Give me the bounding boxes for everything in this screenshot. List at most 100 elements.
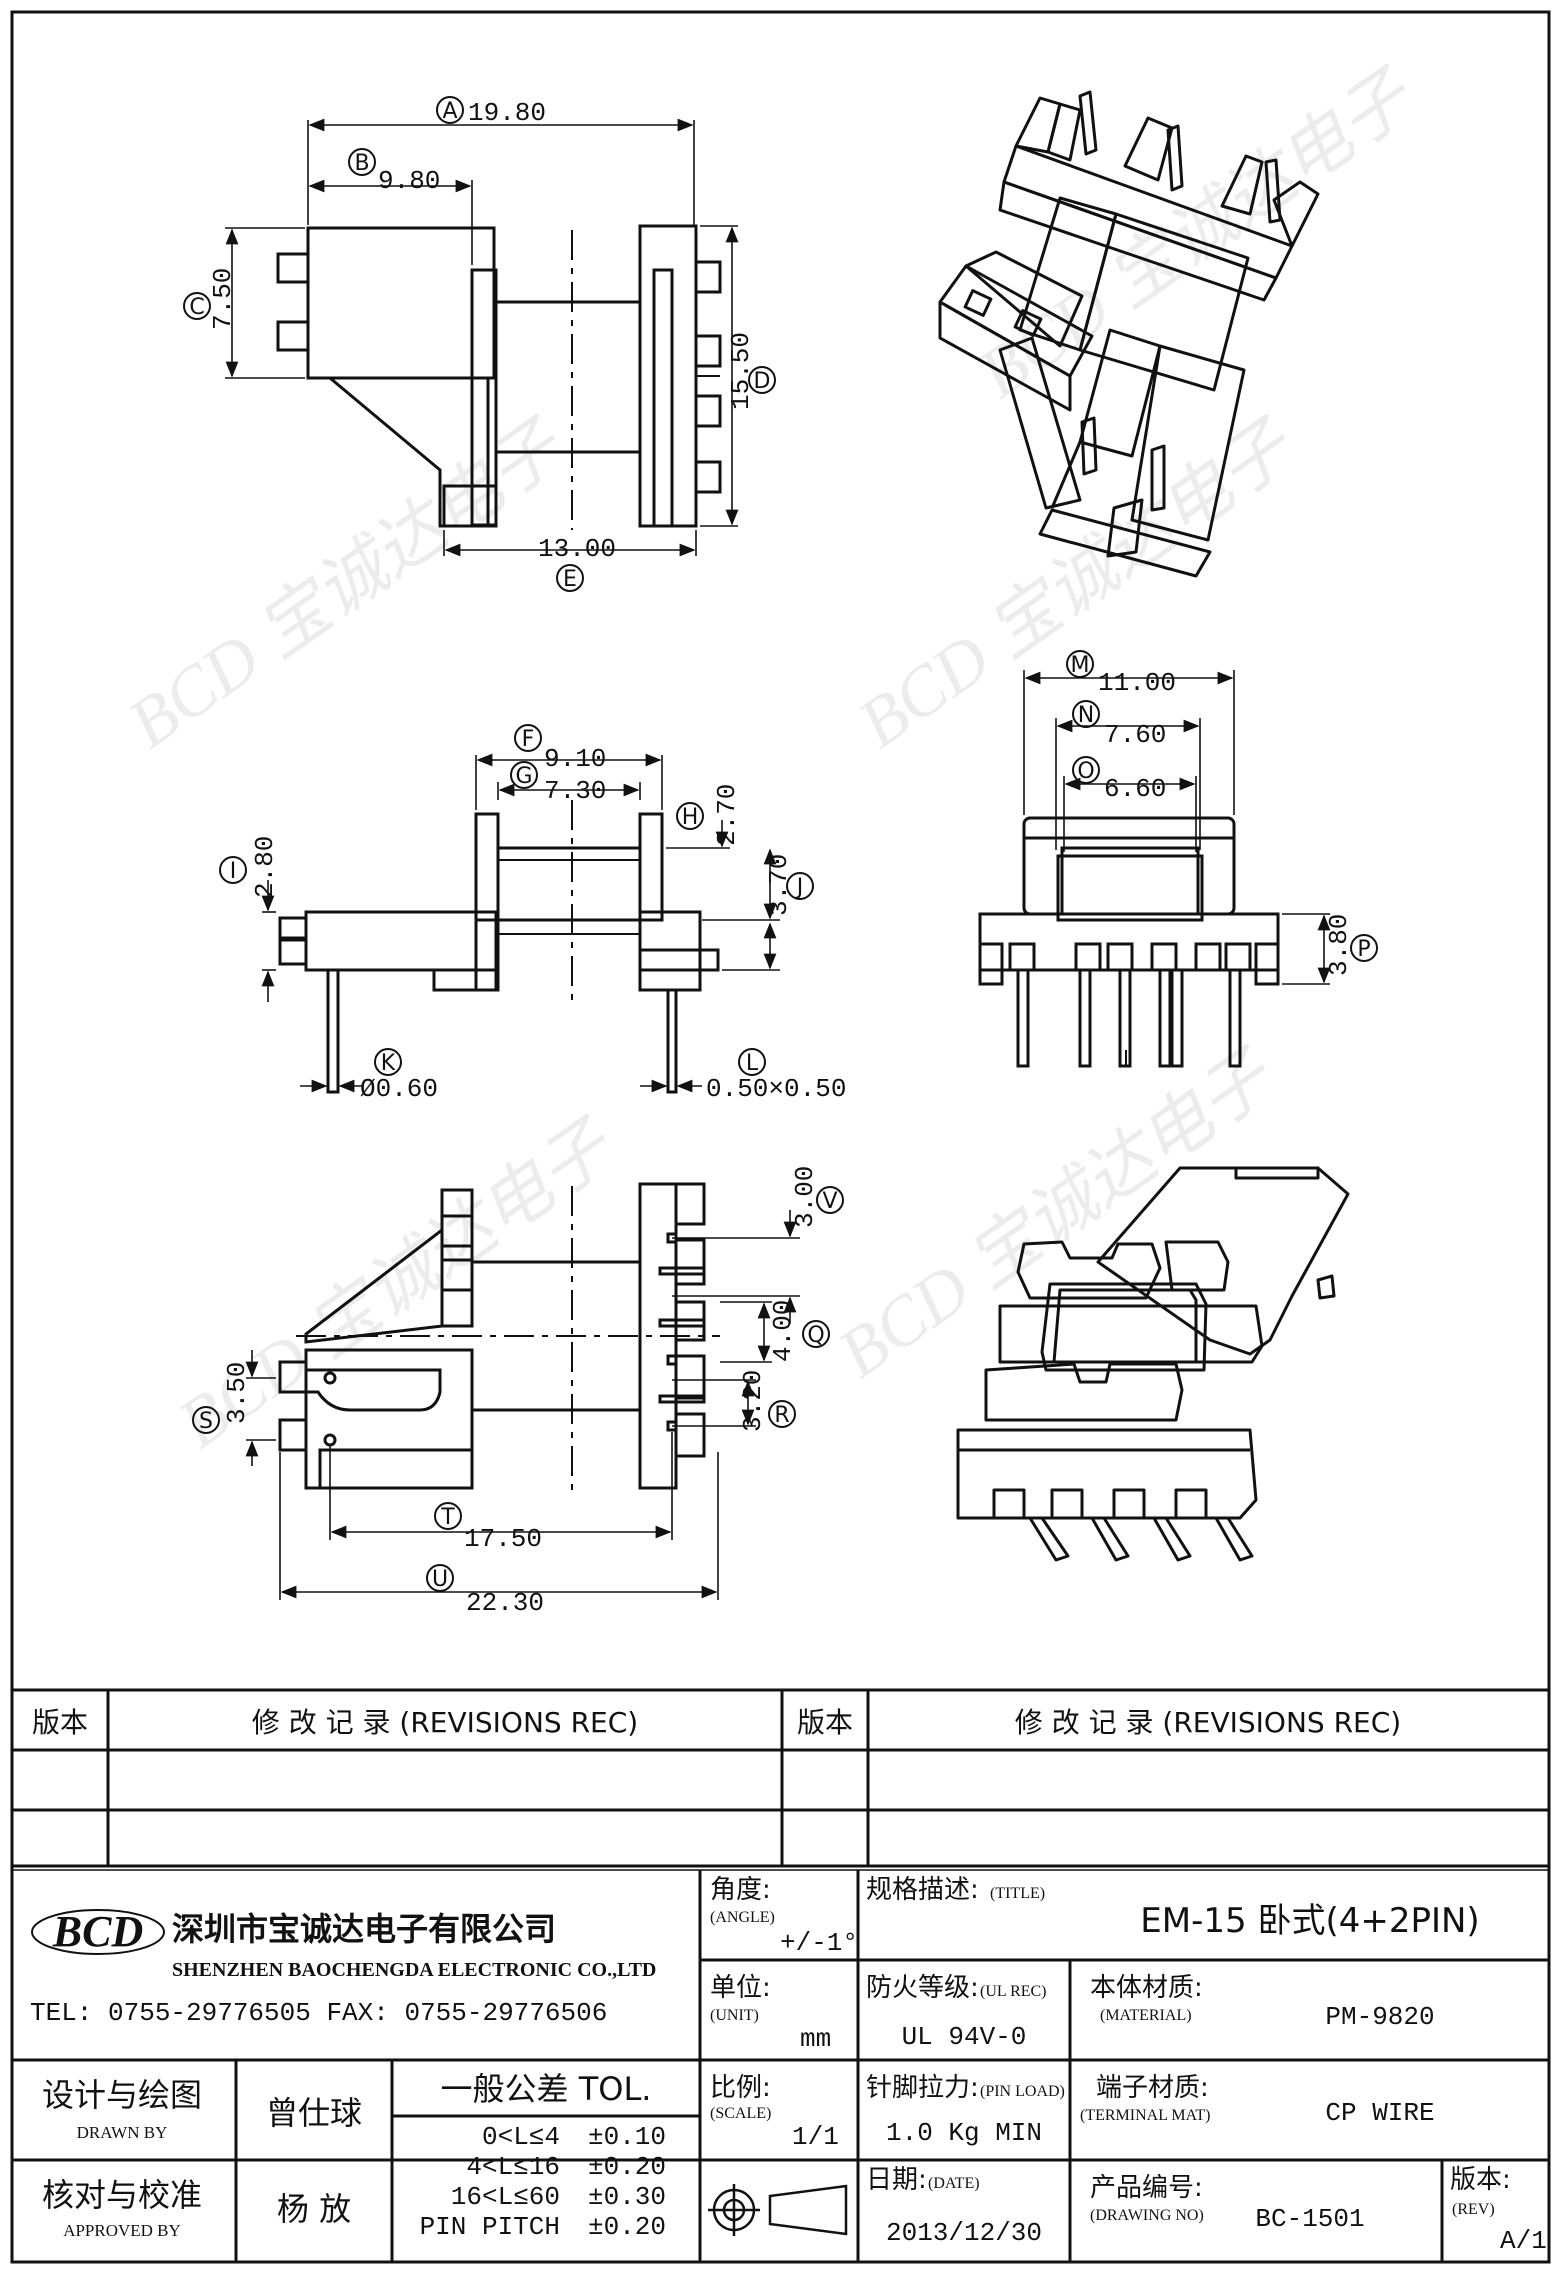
dim-c-value: 7.50: [208, 268, 238, 330]
tol-value: ±0.20: [588, 2152, 666, 2182]
material-en: (MATERIAL): [1100, 2007, 1192, 2024]
date-value: 2013/12/30: [886, 2218, 1042, 2248]
dim-e-letter: E: [563, 567, 577, 592]
dim-s-letter: S: [199, 1409, 213, 1434]
company-name-en: SHENZHEN BAOCHENGDA ELECTRONIC CO.,LTD: [172, 1959, 656, 1981]
dim-i-letter: I: [230, 859, 237, 884]
dim-l-value: 0.50×0.50: [706, 1074, 846, 1104]
angle-label: 角度:: [710, 1875, 771, 1905]
approved-label: 核对与校准: [42, 2176, 202, 2214]
revision-title-header-right: 修 改 记 录 (REVISIONS REC): [1015, 1706, 1401, 1739]
tol-range: 16<L≤60: [451, 2182, 560, 2212]
dim-p-value: 3.80: [1324, 914, 1354, 976]
revision-version-header-left: 版本: [32, 1706, 88, 1739]
fire-value: UL 94V-0: [902, 2022, 1027, 2052]
watermark: BCD 宝诚达电子 BCD 宝诚达电子 BCD 宝诚达电子 BCD 宝诚达电子 …: [115, 57, 1428, 1463]
title-value: EM-15 卧式(4+2PIN): [1140, 1901, 1479, 1941]
drawn-name: 曾仕球: [266, 2094, 362, 2132]
dim-a-value: 19.80: [468, 98, 546, 128]
drawn-label: 设计与绘图: [42, 2076, 202, 2114]
rev-label: 版本:: [1450, 2165, 1511, 2195]
logo-text: BCD: [52, 1907, 143, 1956]
dim-o-letter: O: [1077, 759, 1094, 784]
front-view: [278, 800, 720, 1094]
dim-t-value: 17.50: [464, 1524, 542, 1554]
svg-text:BCD 宝诚达电子: BCD 宝诚达电子: [115, 407, 578, 763]
scale-en: (SCALE): [710, 2105, 771, 2122]
dim-t-letter: T: [440, 1505, 455, 1530]
tol-value: ±0.30: [588, 2182, 666, 2212]
title-en: (TITLE): [990, 1885, 1045, 1902]
side-view-dims: [1023, 670, 1331, 985]
company-logo: BCD: [31, 1907, 165, 1956]
approved-name: 杨 放: [277, 2190, 351, 2228]
dim-g-letter: G: [515, 764, 532, 789]
dim-n-letter: N: [1078, 703, 1094, 728]
scale-label: 比例:: [710, 2073, 771, 2103]
dim-q-letter: Q: [807, 1323, 824, 1348]
fire-en: (UL REC): [980, 1983, 1047, 2000]
dim-a-letter: A: [442, 99, 457, 124]
dim-r-letter: R: [774, 1403, 789, 1428]
date-en: (DATE): [928, 2175, 980, 2192]
company-name-cn: 深圳市宝诚达电子有限公司: [172, 1910, 556, 1948]
dim-d-letter: D: [754, 369, 771, 394]
dim-b-value: 9.80: [378, 166, 440, 196]
dim-h-letter: H: [682, 805, 699, 830]
top-view-dims: [225, 118, 739, 557]
dim-f-value: 9.10: [544, 744, 606, 774]
dim-b-letter: B: [354, 151, 369, 176]
terminal-value: CP WIRE: [1325, 2098, 1434, 2128]
dim-e-value: 13.00: [538, 534, 616, 564]
svg-text:BCD 宝诚达电子: BCD 宝诚达电子: [845, 407, 1308, 763]
side-view: [978, 816, 1280, 1068]
title-block-grid: [12, 1870, 1549, 2262]
dim-g-value: 7.30: [544, 776, 606, 806]
dim-m-value: 11.00: [1098, 668, 1176, 698]
pin-load-label: 针脚拉力:: [866, 2073, 979, 2103]
bottom-view-dims: [245, 1210, 800, 1600]
angle-value: +/-1°: [780, 1928, 858, 1958]
dim-l-letter: L: [746, 1051, 759, 1076]
company-block: BCD 深圳市宝诚达电子有限公司 SHENZHEN BAOCHENGDA ELE…: [30, 1907, 656, 2028]
drawing-no-en: (DRAWING NO): [1090, 2207, 1204, 2224]
dim-r-value: 3.20: [738, 1370, 768, 1432]
dim-u-value: 22.30: [466, 1588, 544, 1618]
drawn-en: DRAWN BY: [77, 2123, 168, 2142]
dim-i-value: 2.80: [250, 836, 280, 898]
dim-u-letter: U: [432, 1567, 448, 1592]
tol-value: ±0.20: [588, 2212, 666, 2242]
dim-d-value: 15.50: [726, 332, 756, 410]
approved-en: APPROVED BY: [63, 2221, 181, 2240]
dim-k-value: Ø0.60: [360, 1074, 438, 1104]
dim-q-value: 4.00: [768, 1300, 798, 1362]
revision-version-header-right: 版本: [797, 1706, 853, 1739]
dim-j-letter: J: [795, 875, 804, 900]
material-value: PM-9820: [1325, 2002, 1434, 2032]
dim-j-value: 3.70: [764, 854, 794, 916]
projection-symbol: [708, 2184, 848, 2236]
pin-load-en: (PIN LOAD): [980, 2083, 1065, 2100]
tol-value: ±0.10: [588, 2122, 666, 2152]
dim-n-value: 7.60: [1104, 720, 1166, 750]
rev-value: A/1: [1500, 2226, 1547, 2256]
dim-s-value: 3.50: [222, 1362, 252, 1424]
revision-table: [12, 1688, 1549, 1871]
top-view: [276, 224, 722, 530]
tol-header: 一般公差 TOL.: [441, 2070, 652, 2108]
tol-range: 4<L≤16: [466, 2152, 560, 2182]
dim-h-value: 2.70: [712, 784, 742, 846]
iso-view-bottom: [956, 1166, 1350, 1562]
spec-block: 角度: (ANGLE) +/-1° 规格描述: (TITLE) EM-15 卧式…: [708, 1875, 1547, 2256]
terminal-en: (TERMINAL MAT): [1080, 2107, 1211, 2124]
material-label: 本体材质:: [1090, 1973, 1203, 2003]
unit-value: mm: [800, 2024, 831, 2054]
date-label: 日期:: [866, 2165, 927, 2195]
bottom-view: [278, 1182, 720, 1490]
dim-m-letter: M: [1071, 653, 1090, 678]
terminal-label: 端子材质:: [1096, 2073, 1209, 2103]
dim-v-value: 3.00: [790, 1166, 820, 1228]
unit-en: (UNIT): [710, 2007, 759, 2024]
dim-p-letter: P: [1357, 937, 1370, 962]
